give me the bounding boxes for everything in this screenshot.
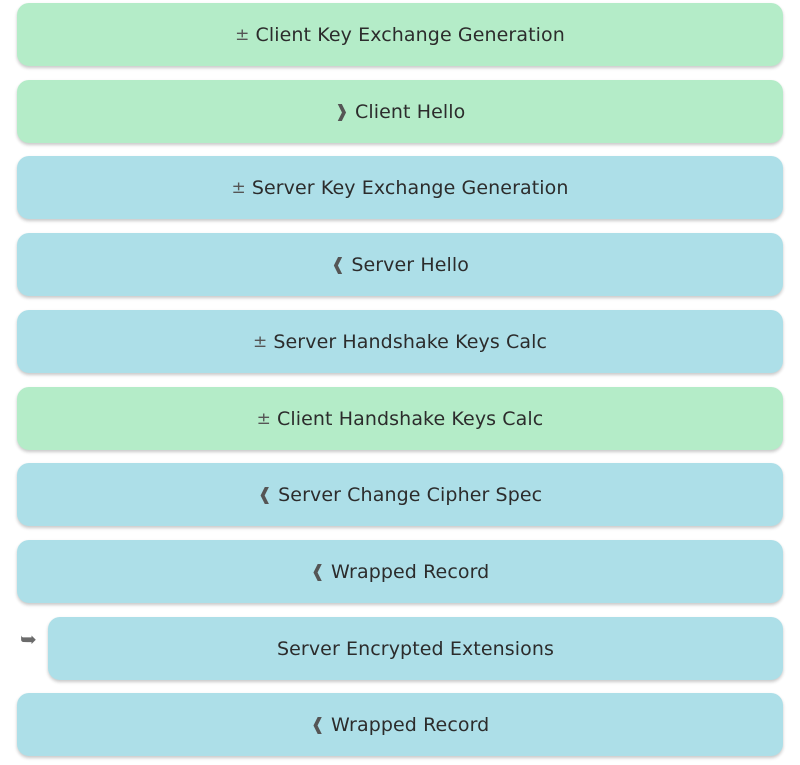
right-arrow-icon: ➥ [20, 627, 37, 651]
step-label: Server Hello [351, 253, 470, 276]
inbound-chevron-icon: ❰ [330, 254, 346, 275]
step-label: Server Handshake Keys Calc [273, 330, 547, 353]
outbound-chevron-icon: ❱ [334, 101, 349, 122]
step-label: Client Hello [354, 100, 466, 123]
plus-minus-icon: ± [231, 177, 246, 198]
plus-minus-icon: ± [235, 24, 250, 45]
step-wrapped-record[interactable]: ❰ Wrapped Record [17, 693, 783, 756]
inbound-chevron-icon: ❰ [310, 714, 325, 735]
step-label: Server Encrypted Extensions [276, 637, 555, 660]
step-server-handshake-keys-calc[interactable]: ± Server Handshake Keys Calc [17, 310, 783, 373]
step-label: Client Handshake Keys Calc [277, 407, 544, 430]
step-server-key-exchange-generation[interactable]: ± Server Key Exchange Generation [17, 156, 783, 219]
step-client-handshake-keys-calc[interactable]: ± Client Handshake Keys Calc [17, 387, 783, 450]
step-wrapped-record[interactable]: ❰ Wrapped Record [17, 540, 783, 603]
plus-minus-icon: ± [253, 331, 268, 352]
step-label: Server Key Exchange Generation [251, 176, 569, 199]
step-label: Server Change Cipher Spec [278, 483, 543, 506]
step-client-hello[interactable]: ❱ Client Hello [17, 80, 783, 143]
step-client-key-exchange-generation[interactable]: ± Client Key Exchange Generation [17, 3, 783, 66]
step-server-hello[interactable]: ❰ Server Hello [17, 233, 783, 296]
step-label: Wrapped Record [331, 560, 490, 583]
step-label: Client Key Exchange Generation [255, 23, 565, 46]
step-label: Wrapped Record [331, 713, 490, 736]
inbound-chevron-icon: ❰ [257, 484, 273, 505]
plus-minus-icon: ± [256, 408, 271, 429]
step-server-encrypted-extensions[interactable]: Server Encrypted Extensions [48, 617, 783, 680]
step-server-change-cipher-spec[interactable]: ❰ Server Change Cipher Spec [17, 463, 783, 526]
inbound-chevron-icon: ❰ [310, 561, 325, 582]
